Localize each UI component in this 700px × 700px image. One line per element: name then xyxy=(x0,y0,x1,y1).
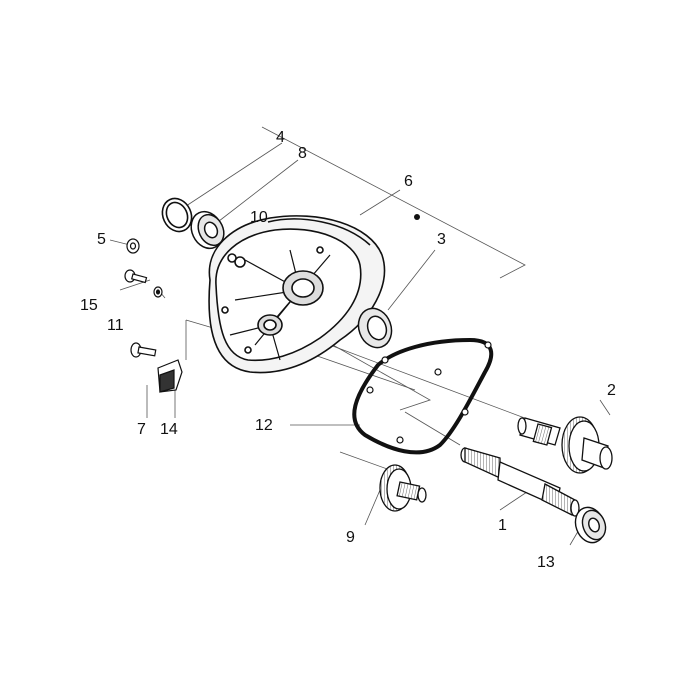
crankcase-cover-part xyxy=(208,215,386,374)
callout-13: 13 xyxy=(537,554,555,571)
callout-10: 10 xyxy=(250,209,268,226)
screw-part-7 xyxy=(130,342,157,358)
callout-5: 5 xyxy=(97,231,106,248)
callout-2: 2 xyxy=(607,382,616,399)
gasket-part xyxy=(352,337,494,455)
gear-part-9 xyxy=(379,464,427,512)
callout-4: 4 xyxy=(276,129,285,146)
callout-14: 14 xyxy=(160,421,178,438)
callout-1: 1 xyxy=(498,517,507,534)
callout-9: 9 xyxy=(346,529,355,546)
circlip-part xyxy=(161,197,193,233)
oil-seal-part xyxy=(357,307,393,349)
callout-15: 15 xyxy=(80,297,98,314)
callout-3: 3 xyxy=(437,231,446,248)
callout-6: 6 xyxy=(404,173,413,190)
bearing-part xyxy=(190,210,225,250)
leader-lines xyxy=(109,126,611,546)
callout-7: 7 xyxy=(137,421,146,438)
output-shaft-part xyxy=(460,447,580,517)
gear-shaft-part-2 xyxy=(517,416,613,474)
screw-part-15 xyxy=(124,269,148,284)
callout-8: 8 xyxy=(298,145,307,162)
clip-part xyxy=(157,359,183,393)
bearing-part-13 xyxy=(574,506,607,544)
reference-dot xyxy=(414,214,420,220)
washer-part xyxy=(126,238,140,254)
callout-12: 12 xyxy=(255,417,273,434)
washer-part-11 xyxy=(153,286,163,298)
callout-11: 11 xyxy=(107,317,124,334)
